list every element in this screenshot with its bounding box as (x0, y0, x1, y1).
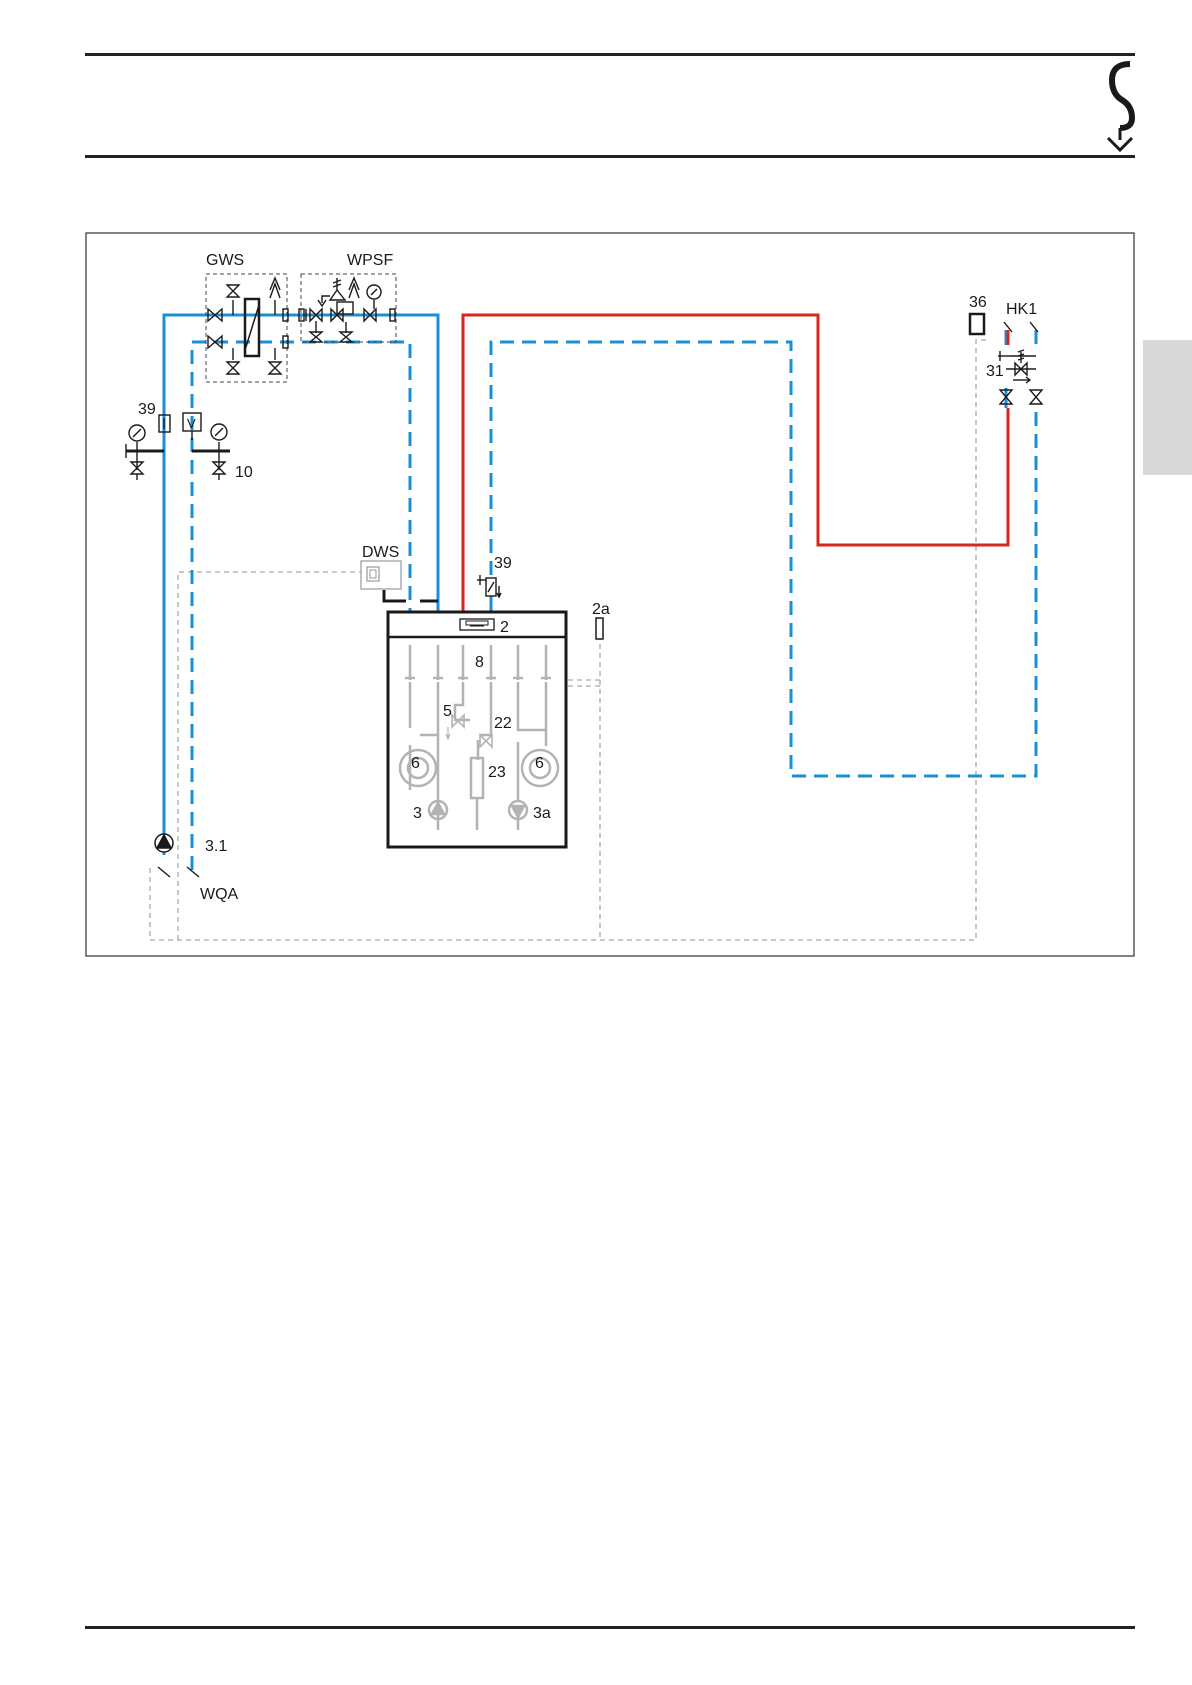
label-5: 5 (443, 703, 452, 720)
label-3a: 3a (533, 805, 551, 822)
dws-flow-switch (361, 561, 438, 601)
label-31: 31 (986, 363, 1004, 380)
gws-group-box (206, 274, 287, 382)
label-volume-symbol: V (187, 416, 196, 431)
label-22: 22 (494, 715, 512, 732)
label-wpsf: WPSF (347, 252, 393, 269)
label-3: 3 (413, 805, 422, 822)
plate-heat-exchanger-symbol (245, 299, 259, 356)
label-2a: 2a (592, 601, 610, 618)
label-hk1: HK1 (1006, 301, 1037, 318)
label-8: 8 (475, 654, 484, 671)
brine-supply-line (164, 315, 1006, 855)
label-gws: GWS (206, 252, 244, 269)
label-6-left: 6 (411, 755, 420, 772)
pump-3-1-symbol (155, 834, 173, 852)
temperature-sensor-39 (477, 575, 501, 597)
left-instrument-cluster (126, 413, 230, 480)
brand-logo (1108, 64, 1132, 150)
label-2: 2 (500, 619, 509, 636)
gws-valves (208, 278, 288, 374)
label-39-left: 39 (138, 401, 156, 418)
label-23: 23 (488, 764, 506, 781)
wpsf-safety-assembly (299, 278, 395, 342)
return-dashed-lines (192, 330, 1036, 870)
label-wqa: WQA (200, 886, 239, 903)
label-39-mid: 39 (494, 555, 512, 572)
label-36: 36 (969, 294, 987, 311)
electrical-wiring (150, 340, 986, 940)
outdoor-sensor-2a (596, 618, 603, 639)
overflow-valve-31 (998, 350, 1042, 404)
label-3-1: 3.1 (205, 838, 227, 855)
heating-supply-line (463, 315, 1008, 612)
room-sensor-36 (970, 314, 984, 334)
label-dws: DWS (362, 544, 399, 561)
label-10: 10 (235, 464, 253, 481)
label-6-right: 6 (535, 755, 544, 772)
